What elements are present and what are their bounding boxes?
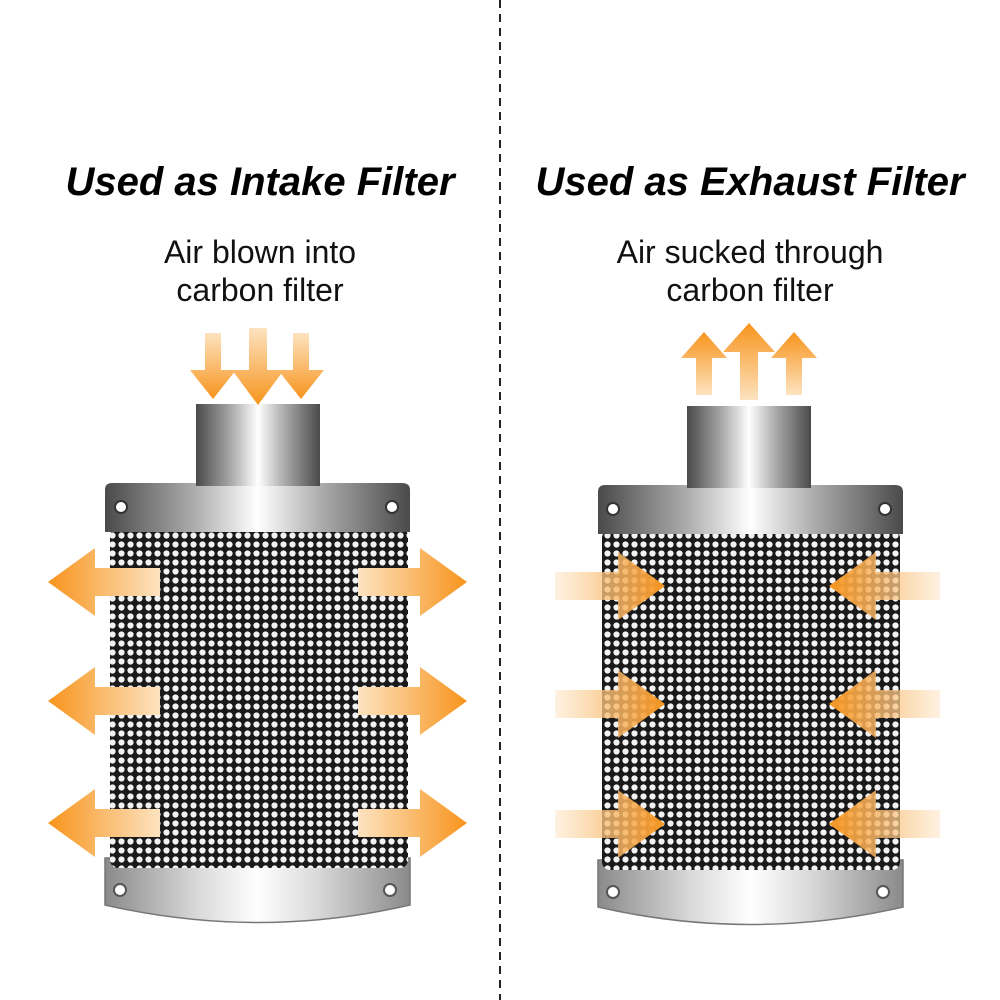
intake-caption-line2: carbon filter [176, 272, 344, 308]
airflow-arrow-icon [190, 328, 324, 405]
intake-filter-title: Used as Intake Filter [65, 160, 455, 204]
airflow-arrow-icon [555, 552, 940, 858]
airflow-arrow-icon [681, 323, 817, 400]
carbon-filter-icon [597, 406, 904, 926]
carbon-filter-icon [104, 404, 411, 924]
exhaust-caption: Air sucked through carbon filter [550, 233, 950, 309]
intake-caption-line1: Air blown into [163, 234, 357, 270]
exhaust-filter-title: Used as Exhaust Filter [535, 160, 965, 204]
intake-caption: Air blown into carbon filter [110, 233, 410, 309]
airflow-arrow-icon [48, 548, 467, 857]
exhaust-caption-line1: Air sucked through [616, 234, 884, 270]
exhaust-caption-line2: carbon filter [666, 272, 834, 308]
